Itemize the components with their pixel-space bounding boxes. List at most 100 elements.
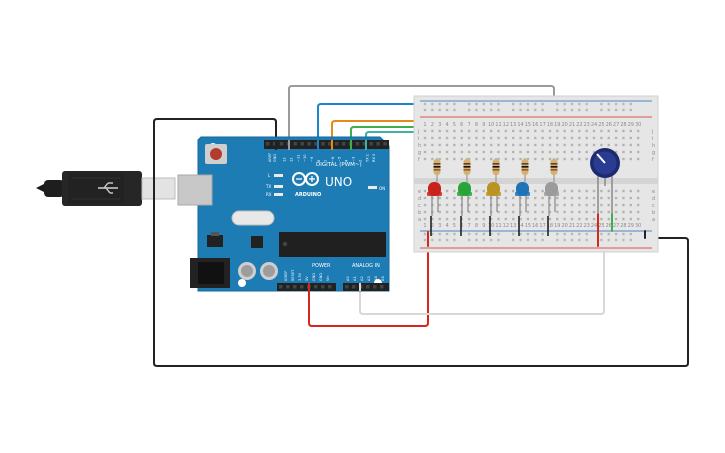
usb-cable[interactable]	[36, 171, 176, 206]
breadboard-hole[interactable]	[578, 136, 581, 140]
rail-hole[interactable]	[512, 102, 515, 106]
breadboard-hole[interactable]	[622, 189, 625, 193]
breadboard-hole[interactable]	[512, 129, 515, 133]
breadboard-hole[interactable]	[570, 210, 574, 214]
breadboard-hole[interactable]	[614, 129, 618, 133]
breadboard-hole[interactable]	[512, 189, 515, 193]
breadboard-hole[interactable]	[614, 150, 618, 154]
header-pin[interactable]	[272, 142, 277, 146]
breadboard-hole[interactable]	[600, 210, 603, 214]
breadboard-hole[interactable]	[504, 157, 508, 161]
breadboard-hole[interactable]	[541, 129, 544, 133]
rail-hole[interactable]	[614, 232, 618, 236]
header-pin[interactable]	[366, 285, 370, 289]
breadboard-hole[interactable]	[585, 217, 588, 221]
rail-hole[interactable]	[607, 232, 610, 236]
breadboard-hole[interactable]	[541, 157, 544, 161]
breadboard-hole[interactable]	[453, 143, 456, 147]
rail-hole[interactable]	[563, 238, 566, 242]
breadboard-hole[interactable]	[438, 196, 441, 200]
breadboard-hole[interactable]	[423, 210, 427, 214]
breadboard-hole[interactable]	[423, 129, 427, 133]
header-pin[interactable]	[314, 142, 318, 146]
rail-hole[interactable]	[431, 108, 434, 112]
breadboard-hole[interactable]	[460, 136, 463, 140]
breadboard-hole[interactable]	[453, 150, 456, 154]
rail-hole[interactable]	[614, 108, 618, 112]
resistor[interactable]	[433, 159, 441, 175]
breadboard-hole[interactable]	[482, 157, 485, 161]
rail-hole[interactable]	[467, 102, 471, 106]
rail-hole[interactable]	[629, 238, 632, 242]
breadboard-hole[interactable]	[585, 189, 588, 193]
header-pin[interactable]	[345, 285, 349, 289]
breadboard-hole[interactable]	[512, 196, 515, 200]
breadboard-hole[interactable]	[497, 157, 500, 161]
breadboard-hole[interactable]	[475, 217, 478, 221]
rail-hole[interactable]	[497, 102, 500, 106]
analog-header[interactable]	[343, 283, 389, 291]
breadboard-hole[interactable]	[460, 129, 463, 133]
breadboard-hole[interactable]	[534, 157, 537, 161]
rail-hole[interactable]	[453, 238, 456, 242]
breadboard-hole[interactable]	[475, 150, 478, 154]
breadboard-hole[interactable]	[460, 150, 463, 154]
breadboard-hole[interactable]	[541, 203, 544, 207]
rail-hole[interactable]	[431, 102, 434, 106]
breadboard-hole[interactable]	[636, 129, 640, 133]
breadboard-hole[interactable]	[629, 196, 632, 200]
resistor[interactable]	[521, 159, 529, 175]
breadboard-hole[interactable]	[475, 196, 478, 200]
breadboard-hole[interactable]	[526, 150, 530, 154]
breadboard-hole[interactable]	[556, 157, 559, 161]
breadboard-hole[interactable]	[489, 157, 493, 161]
breadboard-hole[interactable]	[600, 129, 603, 133]
rail-hole[interactable]	[556, 108, 559, 112]
breadboard-hole[interactable]	[629, 129, 632, 133]
rail-hole[interactable]	[489, 108, 493, 112]
rail-hole[interactable]	[453, 232, 456, 236]
breadboard-hole[interactable]	[482, 210, 485, 214]
breadboard-hole[interactable]	[534, 210, 537, 214]
rail-hole[interactable]	[534, 232, 537, 236]
breadboard-hole[interactable]	[445, 143, 449, 147]
rail-hole[interactable]	[512, 232, 515, 236]
reset-button[interactable]	[205, 144, 227, 164]
breadboard-hole[interactable]	[563, 196, 566, 200]
breadboard-hole[interactable]	[534, 217, 537, 221]
breadboard-hole[interactable]	[438, 157, 441, 161]
breadboard-hole[interactable]	[548, 203, 552, 207]
breadboard-hole[interactable]	[622, 203, 625, 207]
header-pin[interactable]	[355, 142, 360, 146]
breadboard-hole[interactable]	[629, 217, 632, 221]
breadboard-hole[interactable]	[489, 136, 493, 140]
rail-hole[interactable]	[563, 232, 566, 236]
breadboard-hole[interactable]	[563, 129, 566, 133]
breadboard-hole[interactable]	[423, 196, 427, 200]
rail-hole[interactable]	[489, 238, 493, 242]
breadboard-hole[interactable]	[445, 196, 449, 200]
breadboard-hole[interactable]	[475, 143, 478, 147]
breadboard-hole[interactable]	[600, 217, 603, 221]
led-green[interactable]	[457, 158, 472, 216]
breadboard-hole[interactable]	[614, 217, 618, 221]
breadboard-hole[interactable]	[460, 157, 463, 161]
rail-hole[interactable]	[453, 108, 456, 112]
rail-hole[interactable]	[438, 102, 441, 106]
breadboard-hole[interactable]	[438, 203, 441, 207]
header-pin[interactable]	[300, 142, 305, 146]
rail-hole[interactable]	[467, 108, 471, 112]
breadboard-hole[interactable]	[453, 210, 456, 214]
breadboard-hole[interactable]	[438, 129, 441, 133]
rail-hole[interactable]	[563, 102, 566, 106]
breadboard-hole[interactable]	[541, 136, 544, 140]
rail-hole[interactable]	[556, 238, 559, 242]
breadboard-hole[interactable]	[563, 136, 566, 140]
breadboard-hole[interactable]	[585, 129, 588, 133]
breadboard-hole[interactable]	[578, 217, 581, 221]
breadboard-hole[interactable]	[512, 203, 515, 207]
rail-hole[interactable]	[482, 232, 485, 236]
breadboard-hole[interactable]	[556, 143, 559, 147]
breadboard-hole[interactable]	[548, 157, 552, 161]
rail-hole[interactable]	[445, 108, 449, 112]
